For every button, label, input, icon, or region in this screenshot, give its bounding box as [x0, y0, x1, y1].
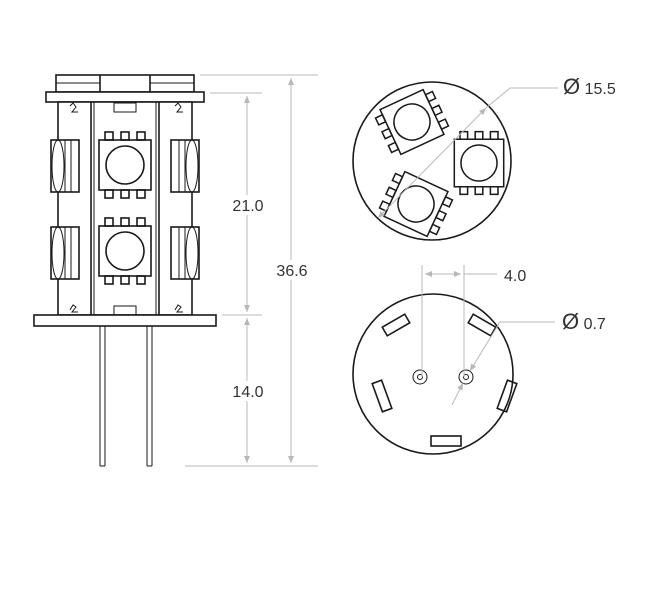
smd-led-bottom: [98, 217, 152, 285]
diameter-value: 15.5: [585, 81, 616, 98]
slot: [371, 379, 393, 413]
top-view: Ø 15.5: [352, 74, 616, 241]
pin-diameter-label: Ø 0.7: [562, 309, 606, 334]
smd-led: [453, 130, 505, 196]
top-view-outline: [352, 81, 512, 241]
side-dimensions: 21.0 36.6 14.0: [185, 74, 318, 467]
slot: [381, 313, 411, 337]
pin-spacing-label: 4.0: [504, 268, 526, 285]
pin-diameter-value: 0.7: [584, 316, 606, 333]
side-led: [50, 139, 80, 193]
slot: [430, 435, 462, 447]
side-led: [170, 226, 200, 280]
pin-hole: [458, 369, 474, 385]
side-led: [50, 226, 80, 280]
pin-hole: [412, 369, 428, 385]
bottom-plate: [33, 314, 217, 327]
slot: [496, 379, 518, 413]
side-view: [33, 74, 217, 467]
pin-length-label: 14.0: [232, 384, 263, 401]
side-led: [170, 139, 200, 193]
top-plate: [45, 91, 205, 103]
slot: [467, 313, 497, 337]
total-height-label: 36.6: [276, 263, 307, 280]
diameter-label: Ø 15.5: [563, 74, 616, 99]
bottom-view-outline: [352, 293, 514, 455]
body-height-label: 21.0: [232, 198, 263, 215]
bottom-view: 4.0 Ø 0.7: [352, 265, 606, 455]
diameter-symbol: Ø: [563, 74, 580, 99]
led-body: [57, 101, 193, 316]
smd-led-top: [98, 131, 152, 199]
diameter-symbol: Ø: [562, 309, 579, 334]
